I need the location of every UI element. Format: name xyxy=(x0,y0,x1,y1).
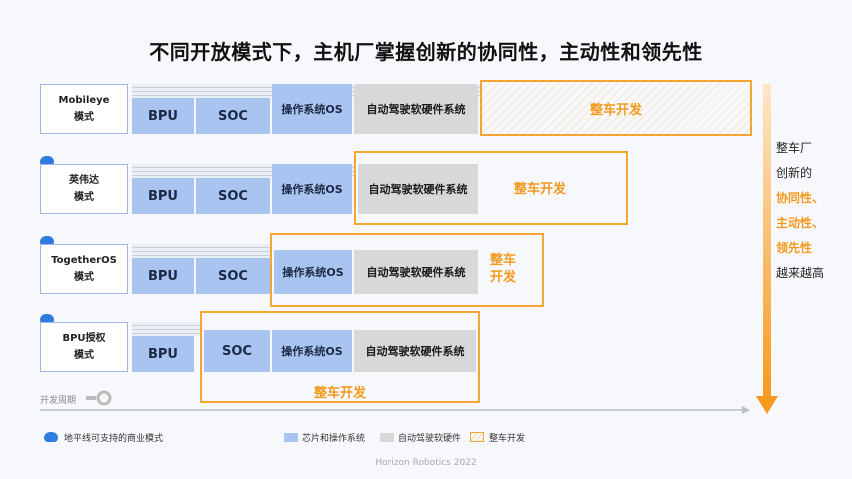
side-line: 越来越高 xyxy=(776,266,825,280)
mode-suffix: 模式 xyxy=(74,350,94,361)
side-line: 整车厂 xyxy=(776,141,813,155)
legend-cloud-label: 地平线可支持的商业模式 xyxy=(64,434,164,444)
soc-block: SOC xyxy=(196,98,270,134)
soc-block: SOC xyxy=(204,330,270,372)
ad-system-block: 自动驾驶软硬件系统 xyxy=(358,164,478,214)
timeline-axis xyxy=(40,406,750,414)
vehicle-dev-line: 开发 xyxy=(489,270,516,285)
legend-dev-label: 整车开发 xyxy=(489,434,526,444)
legend-chip-label: 芯片和操作系统 xyxy=(302,434,366,444)
increase-arrow xyxy=(756,84,778,414)
page-title: 不同开放模式下，主机厂掌握创新的协同性，主动性和领先性 xyxy=(149,40,703,64)
mode-name: Mobileye xyxy=(58,95,110,106)
timeline-label: 开发周期 xyxy=(40,396,77,406)
side-annotation: 整车厂 创新的 协同性、 主动性、 领先性 越来越高 xyxy=(776,136,824,286)
bpu-block: BPU xyxy=(132,178,194,214)
side-line: 创新的 xyxy=(776,166,813,180)
legend-ad-label: 自动驾驶软硬件 xyxy=(398,434,462,444)
legend-swatch-chip xyxy=(284,433,298,442)
mode-suffix: 模式 xyxy=(74,272,94,283)
ad-system-block: 自动驾驶软硬件系统 xyxy=(354,330,476,372)
vehicle-dev-frame xyxy=(200,311,480,403)
legend-swatch-ad xyxy=(380,433,394,442)
cloud-icon xyxy=(44,432,58,442)
mode-label-mobileye: Mobileye 模式 xyxy=(40,84,128,134)
footer: Horizon Robotics 2022 xyxy=(375,458,477,468)
ad-system-block: 自动驾驶软硬件系统 xyxy=(354,84,478,134)
mode-suffix: 模式 xyxy=(74,112,94,123)
cloud-icon xyxy=(40,156,54,166)
os-block: 操作系统OS xyxy=(272,84,352,134)
mode-label-nvidia: 英伟达 模式 xyxy=(40,164,128,214)
os-block: 操作系统OS xyxy=(272,330,352,372)
stripe-band xyxy=(132,322,202,336)
bpu-block: BPU xyxy=(132,336,194,372)
mode-label-bpu-license: BPU授权 模式 xyxy=(40,322,128,372)
os-block: 操作系统OS xyxy=(272,164,352,214)
vehicle-dev-block: 整车开发 xyxy=(480,80,752,136)
vehicle-dev-frame xyxy=(270,233,544,307)
mode-name: 英伟达 xyxy=(69,175,99,186)
bpu-block: BPU xyxy=(132,258,194,294)
mode-name: TogetherOS xyxy=(51,255,117,266)
os-block: 操作系统OS xyxy=(274,250,352,294)
vehicle-dev-frame xyxy=(354,151,628,225)
mode-suffix: 模式 xyxy=(74,192,94,203)
side-highlight: 主动性、 xyxy=(776,216,825,230)
vehicle-dev-label: 整车 开发 xyxy=(480,252,526,286)
legend-swatch-dev xyxy=(470,432,484,442)
soc-block: SOC xyxy=(196,178,270,214)
ad-system-block: 自动驾驶软硬件系统 xyxy=(354,250,478,294)
bpu-block: BPU xyxy=(132,98,194,134)
soc-block: SOC xyxy=(196,258,270,294)
vehicle-dev-label: 整车开发 xyxy=(313,386,366,401)
mode-label-togetheros: TogetherOS 模式 xyxy=(40,244,128,294)
mode-name: BPU授权 xyxy=(62,333,106,344)
vehicle-dev-label: 整车开发 xyxy=(513,182,566,197)
cloud-icon xyxy=(40,314,54,324)
vehicle-dev-line: 整车 xyxy=(489,253,516,268)
side-highlight: 领先性 xyxy=(776,241,813,255)
stripe-band xyxy=(132,244,272,258)
gear-icon xyxy=(86,390,112,406)
side-highlight: 协同性、 xyxy=(776,191,825,205)
cloud-icon xyxy=(40,236,54,246)
